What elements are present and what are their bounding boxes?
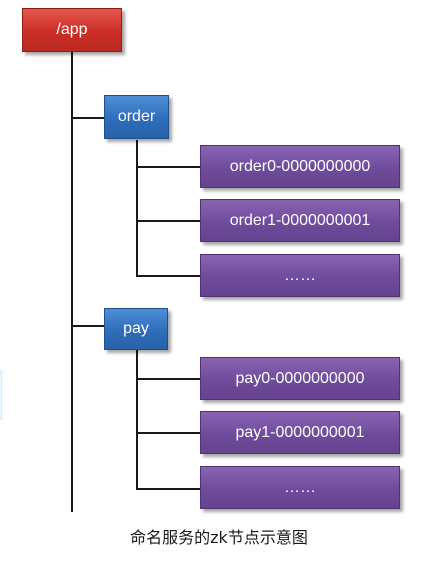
pay-child-node-1: pay1-0000000001 [200, 411, 400, 454]
root-node: /app [22, 8, 122, 52]
order-child-label-2: …… [284, 266, 316, 284]
pay-group-label: pay [123, 320, 149, 337]
connector-order-child-2 [136, 275, 200, 277]
connector-order-child-0 [136, 166, 200, 168]
connector-pay-child-2 [136, 488, 200, 490]
connector-root-to-pay [71, 325, 105, 327]
pay-child-label-0: pay0-0000000000 [235, 369, 365, 387]
order-child-node-2: …… [200, 254, 400, 297]
pay-branch-line [136, 350, 138, 490]
order-branch-line [136, 140, 138, 277]
pay-child-label-2: …… [284, 478, 316, 496]
order-group-node: order [104, 95, 169, 139]
order-child-label-0: order0-0000000000 [229, 157, 371, 175]
connector-pay-child-0 [136, 378, 200, 380]
order-child-node-0: order0-0000000000 [200, 145, 400, 188]
order-child-node-1: order1-0000000001 [200, 199, 400, 242]
pay-child-node-2: …… [200, 466, 400, 509]
root-node-label: /app [56, 21, 88, 38]
order-child-label-1: order1-0000000001 [229, 211, 371, 229]
pay-child-label-1: pay1-0000000001 [235, 423, 365, 441]
connector-order-child-1 [136, 220, 200, 222]
diagram-caption: 命名服务的zk节点示意图 [130, 528, 308, 547]
pay-group-node: pay [104, 308, 168, 350]
order-group-label: order [117, 108, 156, 125]
pay-child-node-0: pay0-0000000000 [200, 357, 400, 400]
root-trunk-line [71, 52, 73, 512]
connector-pay-child-1 [136, 432, 200, 434]
connector-root-to-order [71, 117, 105, 119]
decorative-edge [0, 370, 3, 420]
